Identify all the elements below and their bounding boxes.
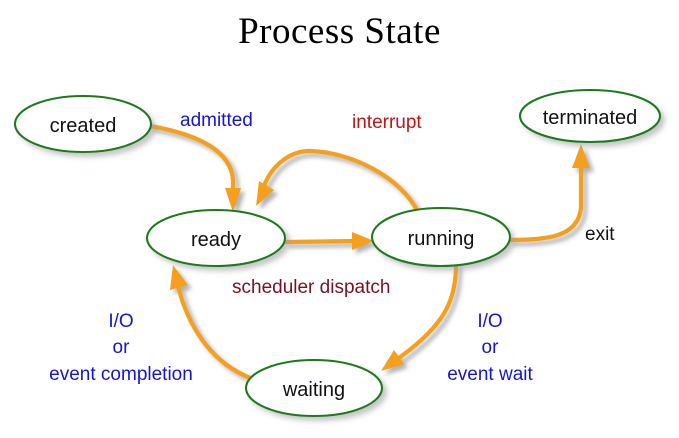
edge-label-io-or-event-wait: I/O or event wait <box>447 311 533 385</box>
node-ready[interactable]: ready <box>145 208 287 268</box>
node-created[interactable]: created <box>13 94 153 154</box>
node-waiting-ellipse <box>244 358 384 418</box>
edge-io-or-event-wait-path <box>396 262 459 361</box>
edge-label-interrupt: interrupt <box>352 112 422 133</box>
node-running-ellipse <box>370 206 512 268</box>
edge-label-exit: exit <box>585 224 615 245</box>
edge-interrupt-path <box>261 148 421 215</box>
edge-label-io-wait-line1: I/O <box>477 311 502 332</box>
edge-label-scheduler-dispatch: scheduler dispatch <box>232 277 390 298</box>
edge-interrupt-arrowhead <box>256 181 274 206</box>
edge-io-or-event-wait-arrowhead <box>381 350 404 371</box>
edge-exit-arrowhead <box>572 144 590 168</box>
edge-label-admitted: admitted <box>180 110 253 131</box>
edge-label-io-wait-line3: event wait <box>447 364 533 385</box>
node-terminated[interactable]: terminated <box>518 88 662 144</box>
edge-exit <box>507 144 590 243</box>
node-ready-ellipse <box>145 208 287 268</box>
node-running[interactable]: running <box>370 206 512 268</box>
node-waiting-label: waiting <box>282 379 345 401</box>
edge-label-io-wait-line2: or <box>482 337 500 358</box>
node-created-ellipse <box>13 94 153 154</box>
node-terminated-ellipse <box>518 88 662 144</box>
edge-admitted-path <box>147 123 236 199</box>
edge-io-or-event-wait <box>381 262 459 371</box>
edge-label-io-completion-line1: I/O <box>108 311 133 332</box>
edge-label-io-completion-line2: or <box>113 337 131 358</box>
edge-admitted-arrowhead <box>225 188 241 212</box>
edge-exit-path <box>507 163 584 243</box>
node-ready-label: ready <box>191 229 241 251</box>
edge-scheduler-dispatch <box>283 232 374 250</box>
edge-io-or-event-completion <box>170 265 259 383</box>
node-running-label: running <box>408 228 475 250</box>
edge-label-io-completion-line3: event completion <box>49 364 193 385</box>
edge-label-io-or-event-completion: I/O or event completion <box>49 311 193 385</box>
node-waiting[interactable]: waiting <box>244 358 384 418</box>
node-created-label: created <box>50 115 117 137</box>
edge-io-or-event-completion-path <box>175 283 259 383</box>
edge-io-or-event-completion-arrowhead <box>170 265 188 290</box>
page-title: Process State <box>238 11 441 52</box>
edge-scheduler-dispatch-path <box>283 238 359 245</box>
edge-interrupt <box>256 148 421 215</box>
edge-admitted <box>147 123 241 212</box>
node-terminated-label: terminated <box>543 107 638 129</box>
edge-scheduler-dispatch-arrowhead <box>352 232 374 250</box>
